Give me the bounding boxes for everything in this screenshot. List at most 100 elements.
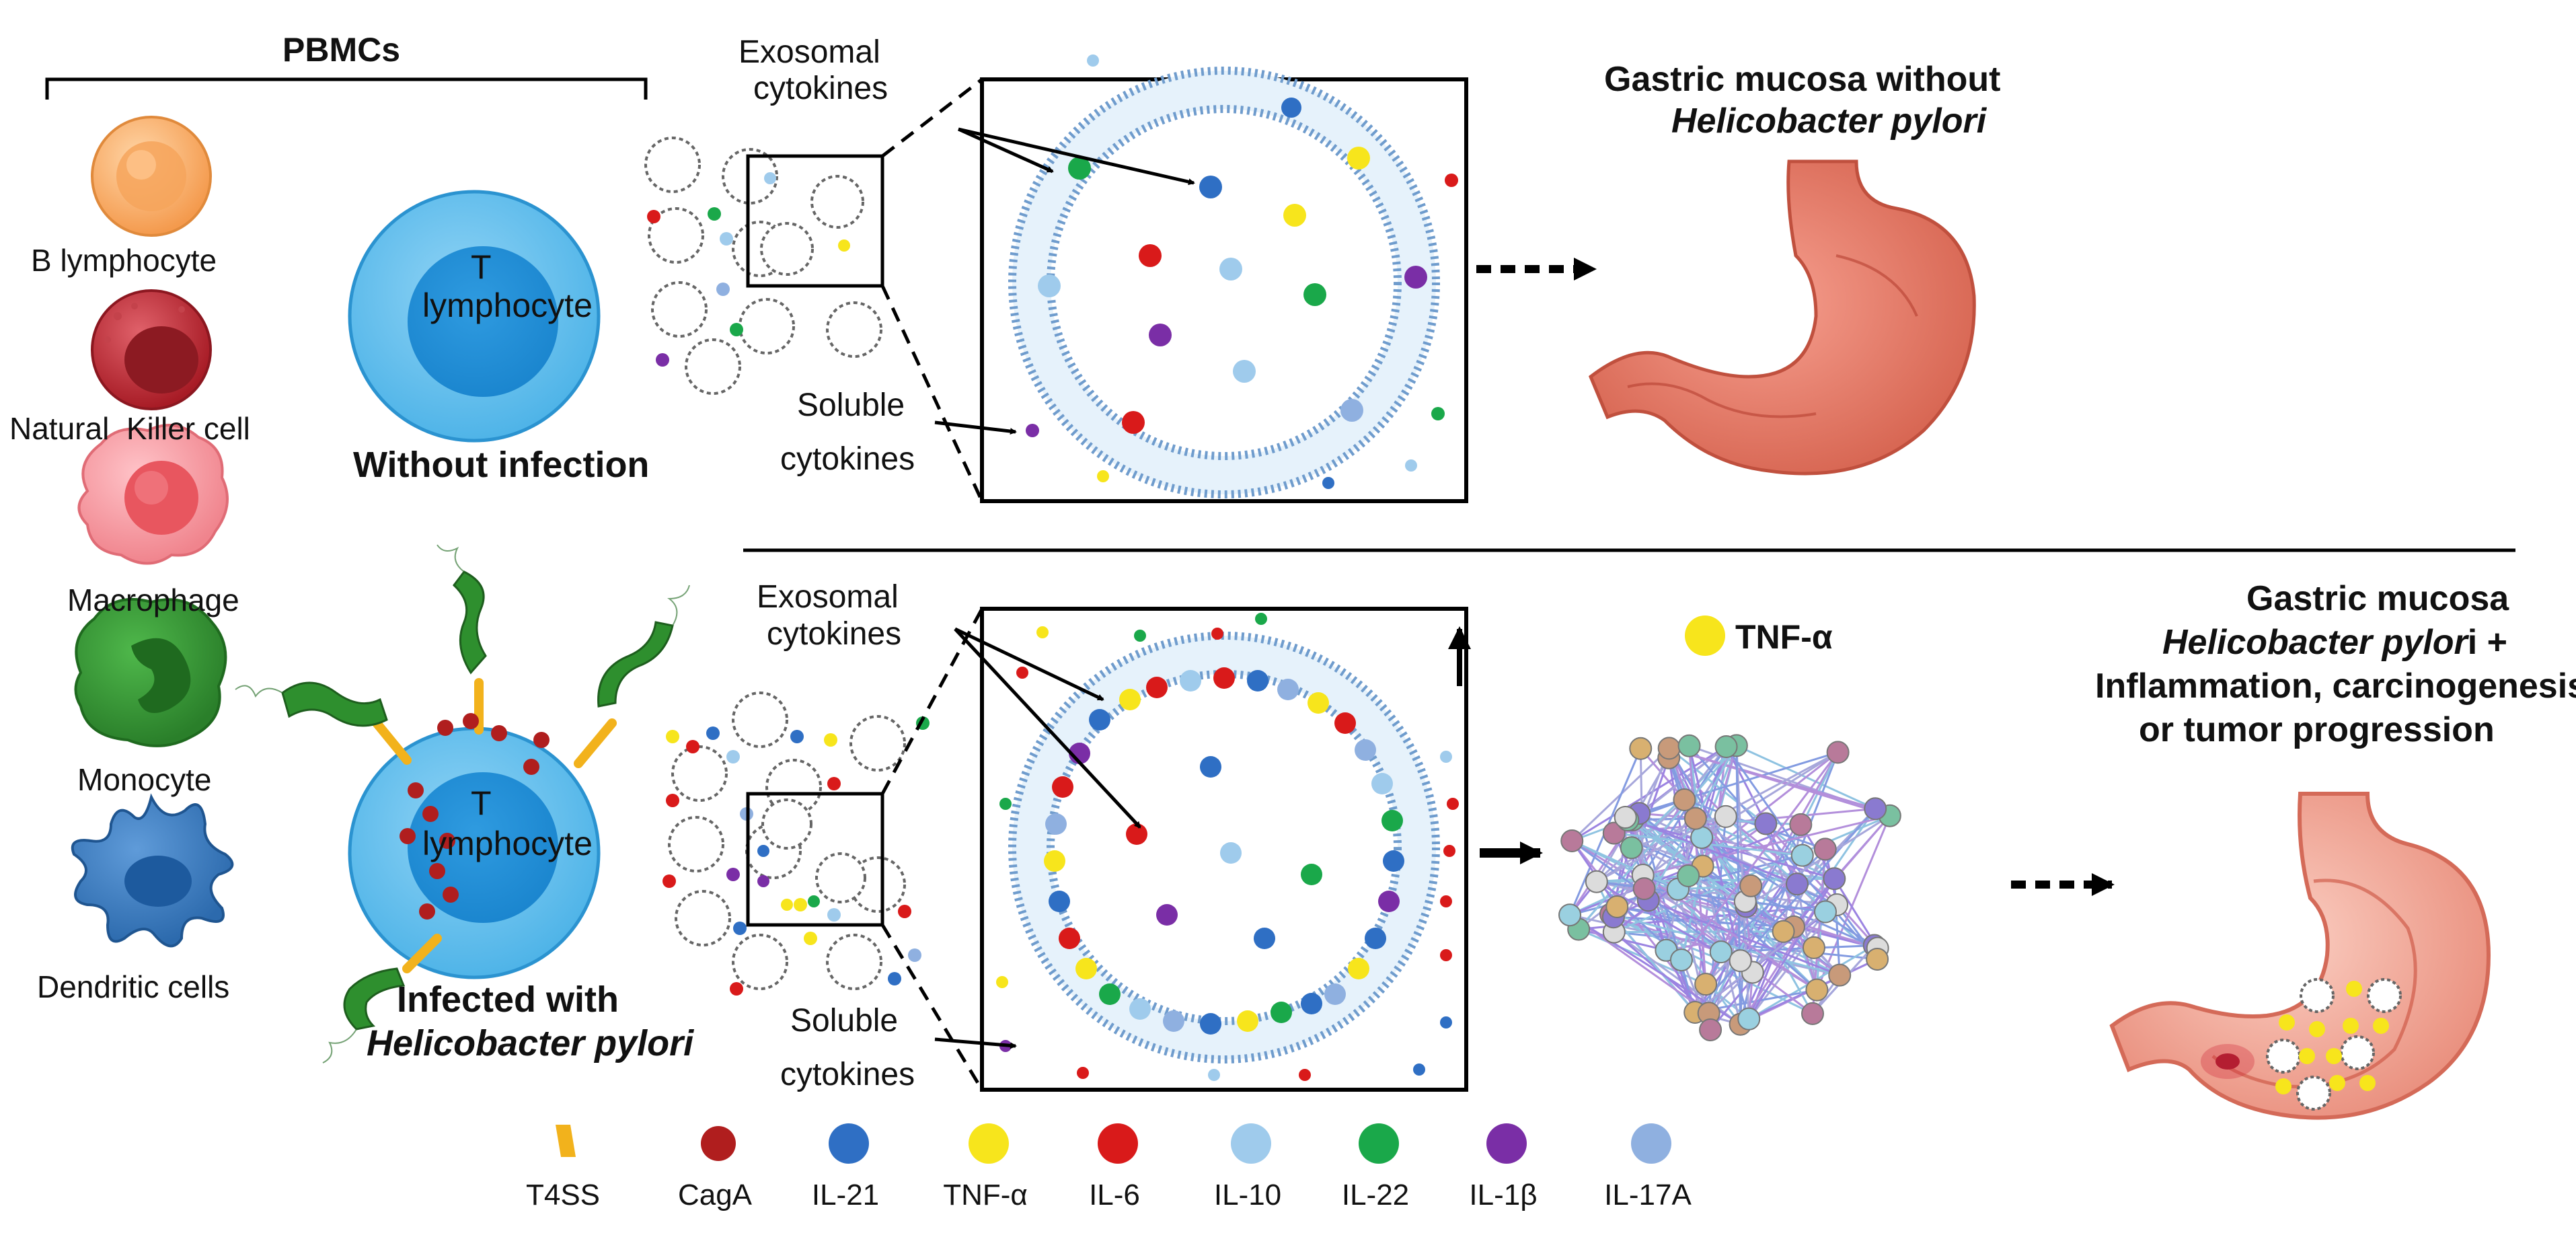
outcome-bottom-4: or tumor progression — [2139, 710, 2495, 749]
outcome-bottom-1: Gastric mucosa — [2246, 579, 2509, 618]
outcome-bottom-2-italic: Helicobacter pylor — [2162, 623, 2468, 662]
network-node — [1677, 734, 1701, 757]
outcome-bottom-2: Helicobacter pylori + — [2162, 622, 2507, 663]
legend-label: T4SS — [525, 1179, 601, 1211]
network-node — [1739, 874, 1763, 897]
network-node — [1754, 812, 1778, 835]
t-lymphocyte-bottom-label-2: lymphocyte — [422, 825, 593, 862]
free-cytokines-bottom — [662, 716, 930, 996]
monocyte-label: Monocyte — [77, 762, 212, 797]
macrophage-icon — [77, 424, 229, 565]
network-node — [1828, 963, 1852, 987]
legend-label: IL-6 — [1089, 1179, 1140, 1211]
network-node — [1866, 947, 1889, 971]
network-node — [1558, 903, 1582, 927]
network-node — [1802, 936, 1825, 959]
network-node — [1694, 973, 1718, 996]
legend-swatch-1 — [701, 1126, 736, 1161]
t-lymphocyte-top-label-2: lymphocyte — [422, 287, 593, 324]
t-lymphocyte-top-icon — [348, 190, 601, 443]
stomach-tnf-dots — [2275, 981, 2389, 1094]
exosomal-label-bottom-2: cytokines — [767, 616, 902, 652]
caga-spheres — [400, 713, 550, 920]
network-node — [1772, 920, 1795, 943]
exosomes-bottom-in-box — [761, 798, 866, 903]
network-node — [1714, 735, 1738, 758]
legend-label: IL-21 — [811, 1179, 880, 1211]
zoom-box-top — [746, 154, 884, 288]
outcome-top-1: Gastric mucosa without — [1604, 60, 2001, 99]
network-node — [1669, 948, 1693, 972]
exosomal-label-bottom-1: Exosomal — [757, 579, 899, 615]
network-node — [1813, 837, 1837, 861]
legend-swatches — [556, 1123, 1671, 1164]
nk-cell-icon — [91, 289, 212, 410]
condition-bottom-1: Infected with — [397, 979, 619, 1020]
dendritic-cells-label: Dendritic cells — [37, 969, 230, 1004]
legend-label: IL-22 — [1341, 1179, 1410, 1211]
legend-label: IL-10 — [1213, 1179, 1282, 1211]
soluble-label-top-1: Soluble — [797, 387, 905, 423]
soluble-label-bottom-1: Soluble — [790, 1003, 899, 1039]
network-node — [1805, 978, 1829, 1002]
b-lymphocyte-icon — [91, 116, 212, 237]
network-node — [1737, 1007, 1761, 1031]
pbmc-bracket — [45, 77, 648, 100]
network-node — [1657, 737, 1681, 760]
network-node — [1620, 836, 1643, 860]
protein-interaction-network — [1558, 734, 1901, 1041]
monocyte-icon — [74, 597, 227, 747]
legend-swatch-6 — [1359, 1123, 1399, 1164]
network-node — [1560, 829, 1584, 852]
network-node — [1714, 805, 1737, 828]
tnf-alpha-dot — [1685, 615, 1725, 656]
network-node — [1823, 867, 1846, 891]
exosomes-top — [644, 137, 882, 395]
network-node — [1864, 797, 1887, 821]
legend-swatch-4 — [1098, 1123, 1138, 1164]
condition-top: Without infection — [353, 445, 650, 485]
legend-swatch-3 — [969, 1123, 1009, 1164]
condition-bottom-2: Helicobacter pylori — [367, 1023, 694, 1063]
t-lymphocyte-bottom-label-1: T — [471, 784, 492, 822]
network-node — [1614, 806, 1637, 829]
dendritic-cell-icon — [71, 793, 234, 948]
soluble-cytokines-bottom — [996, 613, 1459, 1081]
legend-swatch-7 — [1486, 1123, 1527, 1164]
exosomes-bottom — [668, 692, 906, 990]
legend-label: TNF-α — [943, 1179, 1028, 1211]
outcome-bottom-2-rest: i + — [2467, 623, 2507, 662]
network-node — [1629, 737, 1653, 760]
network-node — [1814, 900, 1838, 924]
exosome-vesicle-top — [1008, 67, 1440, 498]
network-tnf-label: TNF-α — [1735, 618, 1833, 656]
network-node — [1632, 877, 1656, 901]
stomach-inflamed-icon — [2109, 792, 2491, 1120]
cytokines-top-vesicle — [1038, 98, 1427, 434]
network-node — [1677, 864, 1700, 888]
network-node — [1699, 1018, 1722, 1041]
network-node — [1585, 870, 1608, 893]
pbmcs-title: PBMCs — [282, 31, 401, 69]
stomach-healthy-icon — [1588, 159, 1976, 476]
network-node — [1690, 826, 1714, 850]
legend-label: IL-1β — [1469, 1179, 1538, 1211]
network-node — [1729, 949, 1752, 973]
soluble-cytokines-top — [1026, 54, 1458, 489]
exosomes-top-in-box — [760, 175, 864, 276]
network-node — [1709, 940, 1733, 964]
nk-cell-label: Natural Killer cell — [9, 411, 250, 446]
soluble-label-bottom-2: cytokines — [780, 1057, 915, 1092]
b-lymphocyte-label: B lymphocyte — [31, 243, 217, 278]
network-node — [1785, 872, 1809, 896]
network-node — [1826, 741, 1850, 764]
legend-swatch-2 — [829, 1123, 869, 1164]
exosomal-label-top-2: cytokines — [753, 71, 888, 106]
outcome-bottom-3: Inflammation, carcinogenesis, — [2095, 667, 2576, 706]
exosomal-label-top-1: Exosomal — [738, 34, 880, 70]
legend-label: IL-17A — [1604, 1179, 1692, 1211]
legend-label: CagA — [677, 1179, 753, 1211]
legend-swatch-0 — [556, 1125, 576, 1157]
macrophage-label: Macrophage — [67, 583, 239, 618]
